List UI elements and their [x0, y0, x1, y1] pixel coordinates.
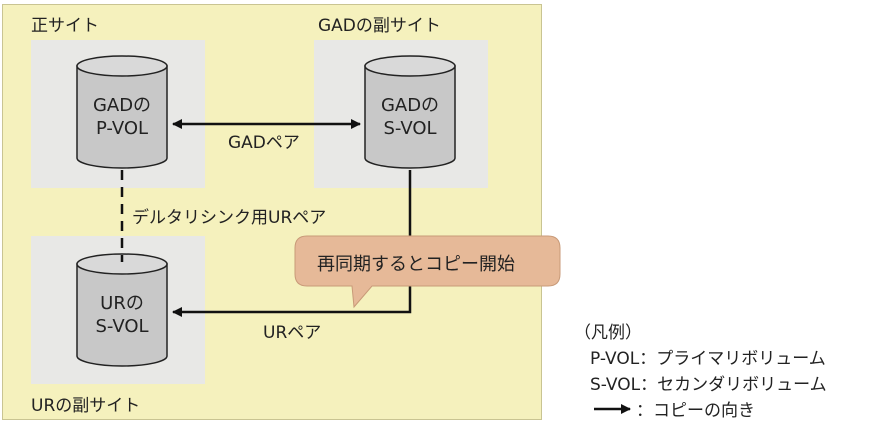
legend-arrow-text: ：コピーの向き — [636, 401, 755, 421]
primary-site-label: 正サイト — [31, 16, 99, 36]
gad-svol-label: GADの S-VOL — [380, 95, 440, 139]
cylinder-ur-svol — [76, 253, 168, 367]
ur-pair-arrow — [172, 170, 412, 317]
gad-secondary-site-label: GADの副サイト — [318, 16, 441, 36]
callout-bubble — [294, 235, 561, 309]
cylinder-gad-pvol — [76, 55, 168, 169]
gad-pvol-label: GADの P-VOL — [92, 95, 152, 139]
gad-pair-label: GADペア — [228, 133, 300, 153]
ur-svol-label: URの S-VOL — [95, 293, 149, 337]
legend-svol: S-VOL：セカンダリボリューム — [590, 375, 827, 395]
legend-title: （凡例） — [574, 323, 642, 343]
ur-pair-label: URペア — [263, 323, 322, 343]
ur-secondary-site-label: URの副サイト — [31, 396, 141, 416]
legend-pvol: P-VOL：プライマリボリューム — [590, 349, 826, 369]
delta-resync-label: デルタリシンク用URペア — [132, 208, 327, 228]
cylinder-gad-svol — [364, 55, 456, 169]
callout-text: 再同期するとコピー開始 — [317, 254, 515, 275]
